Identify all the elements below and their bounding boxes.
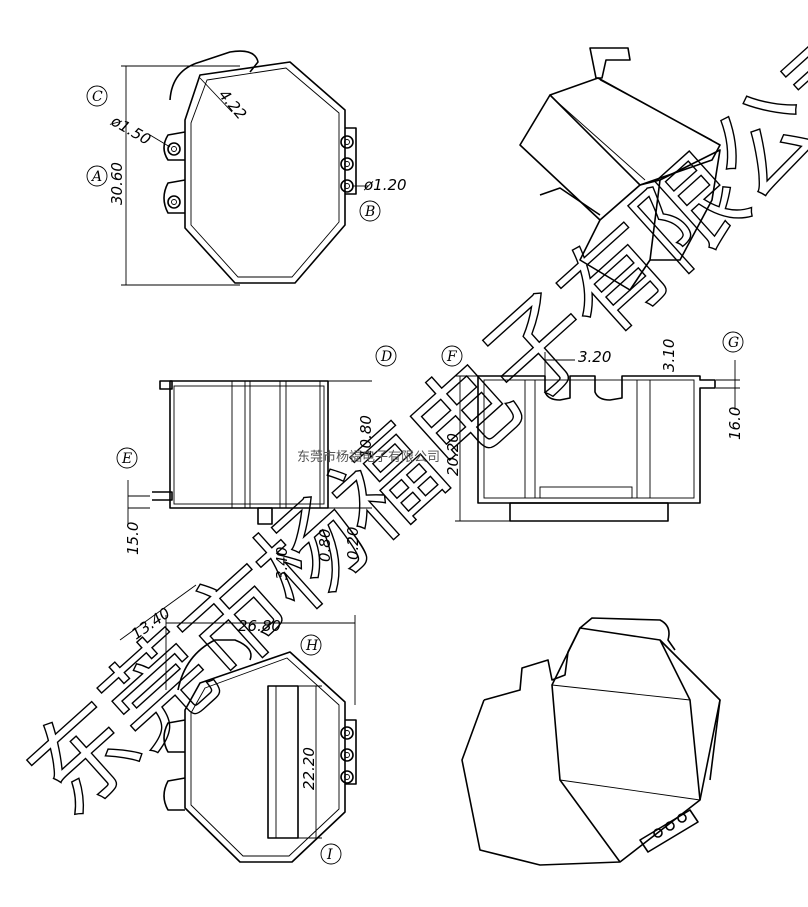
- dim-side-pin: 3.40: [273, 547, 291, 580]
- callout-a: A: [86, 165, 108, 187]
- svg-text:E: E: [121, 451, 132, 467]
- svg-text:H: H: [305, 638, 319, 654]
- top-view: [163, 50, 357, 284]
- dim-front-height: 20.20: [444, 433, 462, 476]
- svg-text:G: G: [728, 335, 739, 351]
- iso-view-top: [519, 47, 721, 291]
- callout-c: C: [86, 85, 108, 107]
- svg-text:B: B: [364, 204, 375, 220]
- callout-i: I: [320, 843, 342, 865]
- svg-text:I: I: [326, 847, 333, 863]
- svg-text:D: D: [380, 349, 392, 365]
- dim-slot-top: 4.22: [215, 86, 250, 123]
- dim-side-height: 10.80: [357, 415, 375, 458]
- callout-g: G: [722, 331, 744, 353]
- front-view: [477, 375, 716, 522]
- side-view: [152, 380, 329, 525]
- watermark-small: 东莞市杨福电子有限公司: [297, 449, 440, 465]
- dim-height-top: 30.60: [108, 162, 126, 205]
- dim-notch-width: 3.20: [578, 348, 611, 366]
- callout-e: E: [116, 447, 138, 469]
- dim-pin-a: ø1.50: [107, 111, 154, 148]
- callout-h: H: [300, 634, 322, 656]
- dim-bottom-slot: 22.20: [300, 747, 318, 790]
- dim-side-base: 15.0: [124, 522, 142, 555]
- dim-bottom-width: 26.80: [238, 617, 281, 635]
- dim-pin-b: ø1.20: [363, 176, 407, 194]
- svg-text:F: F: [446, 349, 458, 365]
- svg-text:A: A: [90, 169, 102, 185]
- dim-side-offset2: 0.20: [344, 527, 362, 560]
- dim-notch-depth: 3.10: [660, 339, 678, 372]
- callout-b: B: [359, 200, 381, 222]
- bottom-view: [163, 639, 357, 863]
- svg-text:C: C: [92, 89, 103, 105]
- iso-view-bottom: [461, 617, 721, 866]
- callout-d: D: [375, 345, 397, 367]
- dim-side-offset1: 0.80: [316, 529, 334, 562]
- dim-front-base: 16.0: [726, 407, 744, 440]
- callout-f: F: [441, 345, 463, 367]
